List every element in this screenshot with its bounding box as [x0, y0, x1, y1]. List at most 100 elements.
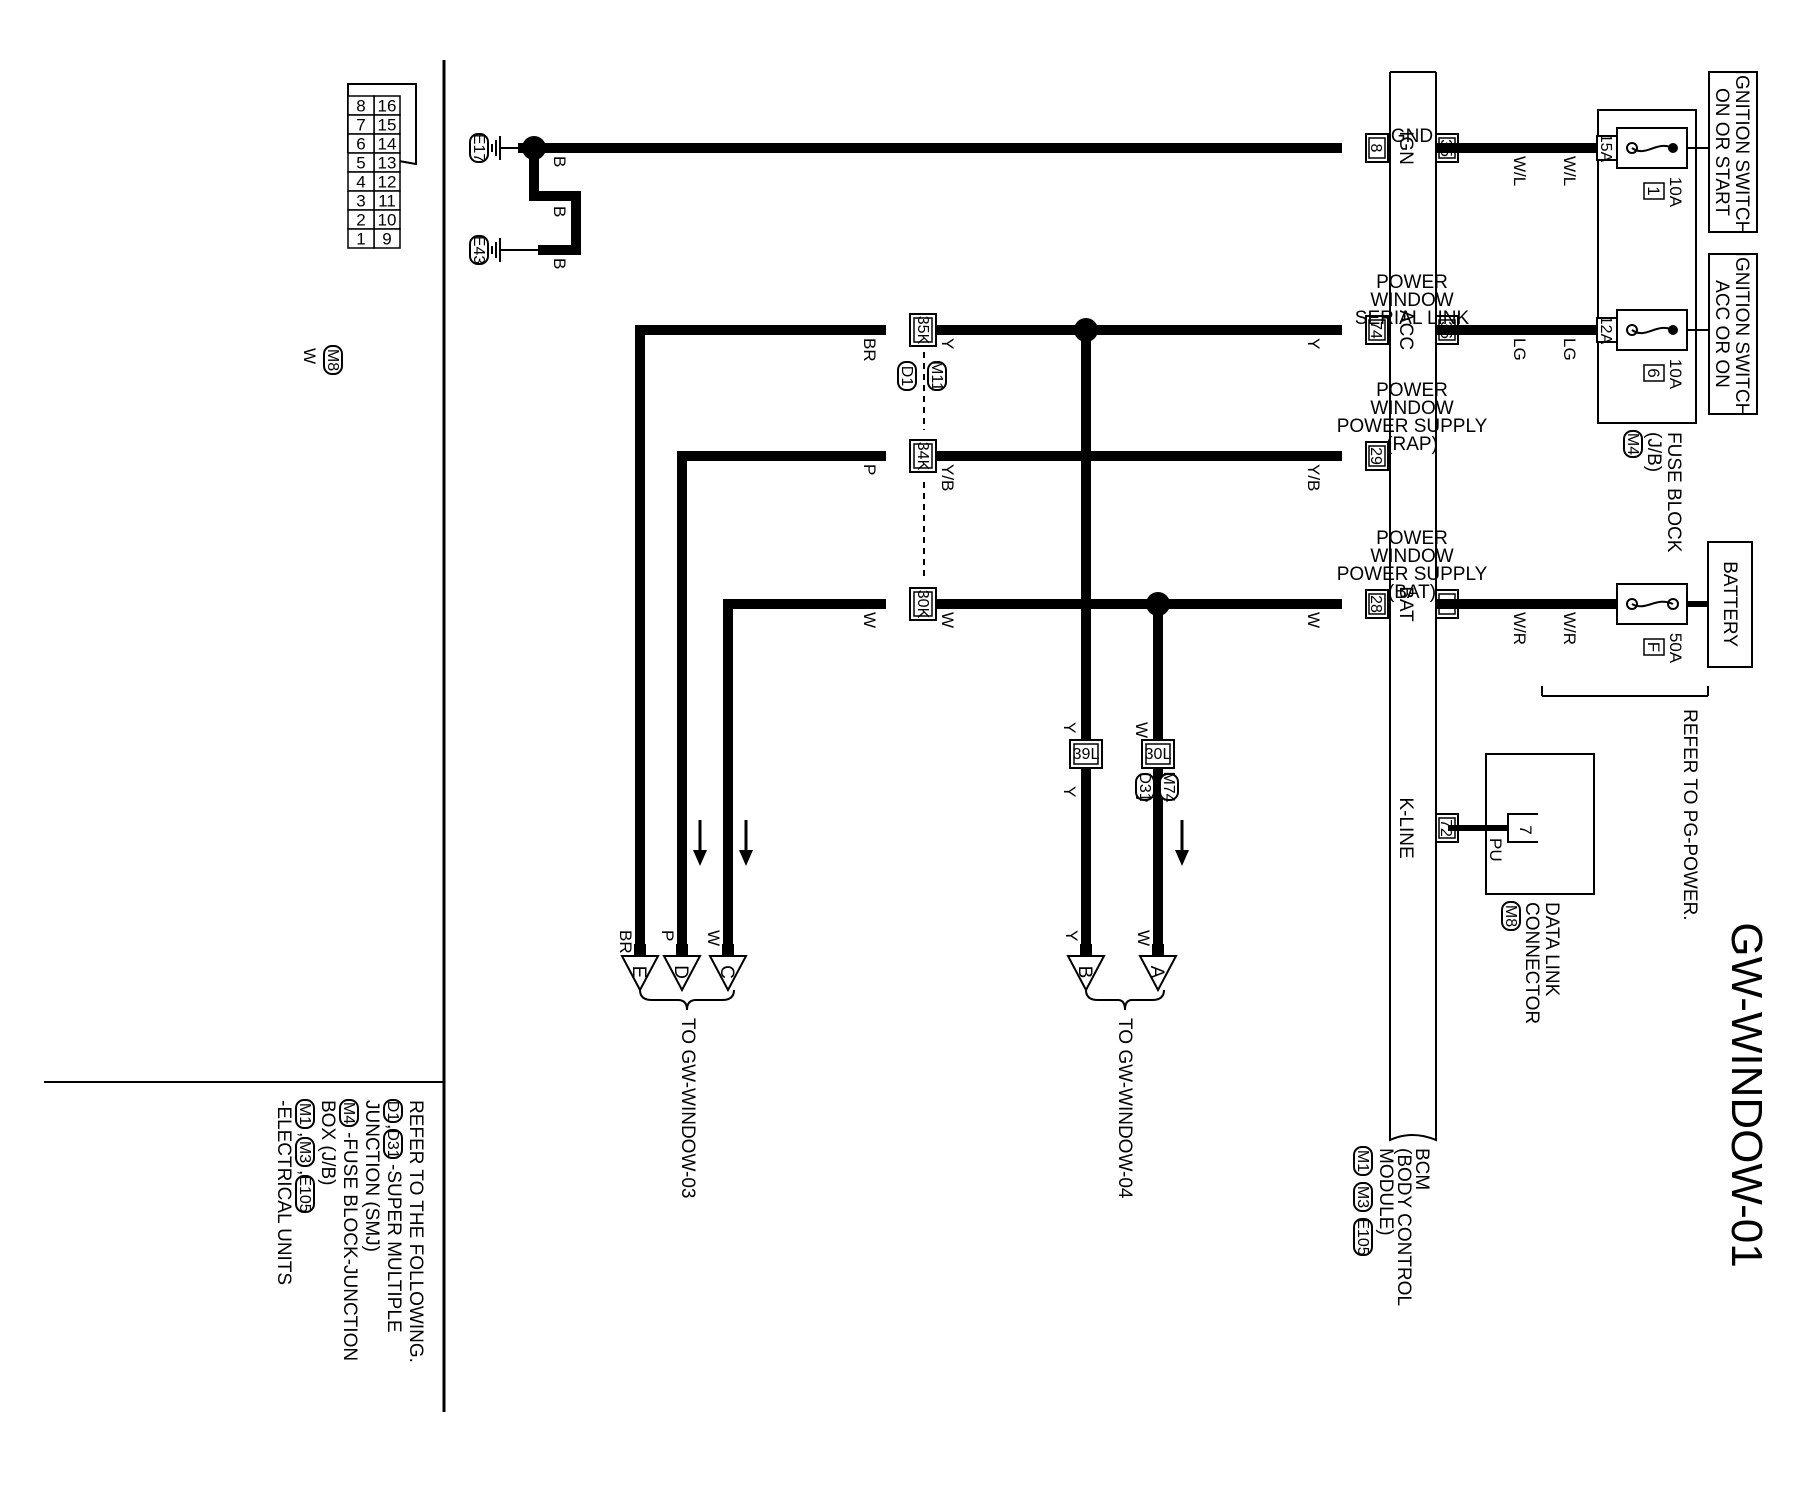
- dlc-pinout-pin-7: 7: [347, 114, 375, 135]
- dlc-pinout-num: 2: [356, 211, 365, 230]
- ground-symbol-e43: E43: [469, 235, 538, 265]
- wire-bat-label-b: W/R: [1560, 612, 1579, 645]
- dlc-pinout-pin-11: 11: [373, 190, 401, 211]
- battery-box: BATTERY: [1707, 541, 1753, 668]
- dlc-pinout-num: 6: [356, 135, 365, 154]
- jl-code-1: M74: [1160, 771, 1177, 802]
- dlc-pin-num: 7: [1516, 825, 1535, 834]
- output-terminal: [1152, 944, 1164, 956]
- data-link-connector: 7 PU DATA LINK CONNECTOR M8: [1471, 753, 1595, 1024]
- dlc-code: M8: [1502, 905, 1519, 927]
- jc-pin-inner: [913, 317, 933, 343]
- jc-pin-30K: 30K W: [909, 587, 957, 628]
- fuse-ign-num: 1: [1644, 186, 1663, 195]
- output-terminal: [634, 944, 646, 956]
- ign-on-start-line1: IGNITION SWITCH: [1731, 70, 1752, 235]
- output-terminal: [1080, 944, 1092, 956]
- bcm-pin-label: K-LINE: [1395, 797, 1416, 858]
- jc-code-1: M11: [928, 361, 945, 391]
- wire-ign-label-b: W/L: [1560, 156, 1579, 186]
- jl-code-2: D31: [1136, 772, 1153, 801]
- jc-pin-number: 30K: [914, 590, 931, 619]
- fuse-bat-num: F: [1644, 642, 1663, 652]
- dlc-pinout-code-badge: [323, 345, 343, 375]
- dlc-label-2: CONNECTOR: [1521, 902, 1542, 1024]
- note-eu-code-2: M3: [296, 1141, 313, 1163]
- output-terminal: [722, 944, 734, 956]
- output-id: A: [1146, 966, 1167, 979]
- note-smj-code-2: D31: [384, 1129, 401, 1158]
- bcm-pin-number: 8: [1367, 144, 1384, 153]
- ground-e17: E17: [470, 134, 487, 163]
- bcm-box: BCM (BODY CONTROL MODULE) M1 M3 E105: [1353, 71, 1437, 1306]
- wire-ign-label-a: W/L: [1510, 156, 1529, 186]
- battery-label: BATTERY: [1719, 561, 1740, 647]
- bcm-label-2: (BODY CONTROL: [1393, 1148, 1414, 1306]
- dlc-pinout-pin-4: 4: [347, 171, 375, 192]
- jc-pin-in-wire: W: [938, 612, 957, 628]
- bcm-pin-label: WINDOW: [1370, 398, 1453, 419]
- fuse-block-code-badge: [1623, 430, 1643, 458]
- fuse-acc-term: 12A: [1597, 316, 1614, 345]
- dlc-pinout-pin-8: 8: [347, 95, 375, 116]
- jl-pin-wire-in: Y: [1060, 722, 1079, 733]
- bcm-code-2: M3: [1354, 1186, 1371, 1208]
- dlc-pinout-num: 13: [378, 154, 397, 173]
- bcm-pin-72: 72K-LINE: [1395, 797, 1459, 859]
- bcm-pin-label: (RAP): [1386, 434, 1438, 455]
- note-eu-code-1: M1: [296, 1103, 313, 1125]
- dlc-pinout-num: 14: [378, 135, 397, 154]
- bcm-label-3: MODULE): [1375, 1148, 1396, 1236]
- dlc-pinout-pin-15: 15: [373, 114, 401, 135]
- dlc-label-1: DATA LINK: [1541, 902, 1562, 997]
- arrow-head: [739, 850, 753, 866]
- wire-bat-label-a: W/R: [1510, 612, 1529, 645]
- bcm-pin-label: SERIAL LINK: [1355, 308, 1470, 329]
- fuse-acc-amps: 10A: [1666, 359, 1685, 390]
- bcm-pin-label: BAT: [1395, 586, 1416, 622]
- output-C: WC: [704, 816, 748, 993]
- bcm-pin-inner: [1368, 445, 1386, 467]
- wire-acc-label-b: LG: [1560, 338, 1579, 361]
- note-line-6: -ELECTRICAL UNITS: [273, 1100, 294, 1285]
- svg-text:,: ,: [295, 1170, 316, 1175]
- jc-pin-34K: 34K Y/B: [909, 439, 957, 491]
- wire-label-w-c: W: [860, 612, 879, 628]
- output-id: D: [670, 965, 691, 979]
- ground-e43: E43: [470, 236, 487, 265]
- arrow-head: [693, 850, 707, 866]
- jl-pin-number: 30L: [1145, 746, 1172, 763]
- wire-out-c: [723, 599, 886, 882]
- ignition-on-start-box: IGNITION SWITCH ON OR START: [1708, 70, 1758, 235]
- bcm-pin-number: 74: [1367, 321, 1384, 339]
- jl-code-badge-1: [1159, 773, 1179, 801]
- output-triangle: [1066, 955, 1106, 993]
- dlc-pinout-pin-3: 3: [347, 190, 375, 211]
- jc-pin-in-wire: Y/B: [938, 464, 957, 491]
- svg-text:,: ,: [295, 1132, 316, 1137]
- dlc-pinout-num: 1: [356, 230, 365, 249]
- dlc-pinout-num: 5: [356, 154, 365, 173]
- jc-pin-number: 34K: [914, 442, 931, 471]
- bcm-pin-label: POWER: [1376, 528, 1448, 549]
- bcm-pin-label: ACC: [1395, 310, 1416, 350]
- output-D: PD: [658, 816, 702, 993]
- jc-pin-inner: [913, 443, 933, 469]
- fuse-bat-amps: 50A: [1666, 633, 1685, 664]
- dlc-pinout-pin-5: 5: [347, 152, 375, 173]
- svg-text:,: ,: [383, 1124, 404, 1129]
- jc-code-2: D1: [898, 366, 915, 387]
- output-triangle: [708, 955, 748, 993]
- wire-gnd-branch: [529, 148, 581, 255]
- output-wire-label: W: [1134, 930, 1153, 946]
- bcm-code-3: E105: [1354, 1218, 1371, 1255]
- bcm-pin-label: POWER SUPPLY: [1337, 564, 1488, 585]
- output-E: BRE: [616, 816, 660, 993]
- dlc-pinout-num: 9: [382, 230, 391, 249]
